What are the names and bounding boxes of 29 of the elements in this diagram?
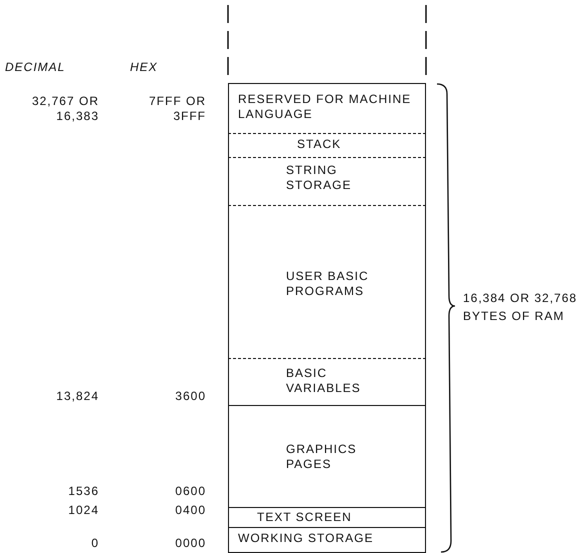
region-label: GRAPHICS PAGES bbox=[286, 442, 358, 472]
memory-region bbox=[228, 133, 426, 157]
region-label: BASIC VARIABLES bbox=[286, 366, 362, 396]
memory-region bbox=[228, 507, 426, 527]
address-label: 1024 bbox=[67, 503, 99, 518]
address-label: 32,767 OR 16,383 bbox=[30, 94, 99, 124]
region-label: STRING STORAGE bbox=[286, 163, 352, 193]
address-label: 1536 bbox=[67, 484, 99, 499]
region-label: WORKING STORAGE bbox=[238, 531, 374, 546]
region-label: STACK bbox=[297, 137, 342, 152]
column-heading: HEX bbox=[130, 60, 159, 75]
memory-region bbox=[228, 205, 426, 358]
address-label: 13,824 bbox=[55, 389, 99, 404]
address-label: 0600 bbox=[174, 484, 206, 499]
memory-region bbox=[228, 527, 426, 553]
address-label: 7FFF OR 3FFF bbox=[148, 94, 206, 124]
address-label: 3600 bbox=[174, 389, 206, 404]
memory-region bbox=[228, 405, 426, 507]
memory-region bbox=[228, 358, 426, 405]
memory-region bbox=[228, 83, 426, 133]
region-label: USER BASIC PROGRAMS bbox=[286, 269, 370, 299]
address-label: 0 bbox=[90, 536, 99, 551]
memory-region bbox=[228, 157, 426, 205]
region-label: TEXT SCREEN bbox=[257, 510, 353, 525]
size-note: 16,384 OR 32,768 BYTES OF RAM bbox=[463, 290, 578, 325]
address-label: 0400 bbox=[174, 503, 206, 518]
region-label: RESERVED FOR MACHINE LANGUAGE bbox=[238, 92, 412, 122]
column-heading: DECIMAL bbox=[5, 60, 66, 75]
address-label: 0000 bbox=[174, 536, 206, 551]
